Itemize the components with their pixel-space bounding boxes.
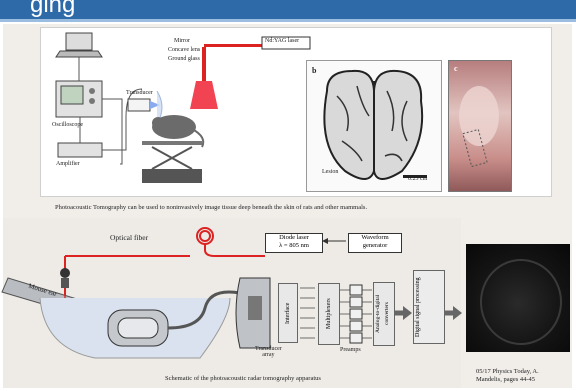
label-laser: Nd:YAG laser <box>265 38 299 44</box>
laptop-icon <box>56 33 102 57</box>
label-concave-lens: Concave lens <box>168 47 200 53</box>
label-transducer-array: Transducer array <box>255 346 282 358</box>
waveform-label-2: generator <box>349 242 401 250</box>
dsp-box: Digital signal processing <box>413 270 445 344</box>
label-transducer: Transducer <box>126 90 153 96</box>
source-credit: 05/17 Physics Today, A. Mandelis, pages … <box>476 368 539 384</box>
scissor-stage <box>142 141 202 183</box>
panel-c <box>448 60 512 192</box>
label-amplifier: Amplifier <box>56 161 80 167</box>
fiber-connector-icon <box>60 268 70 288</box>
preamp-blocks <box>350 285 362 343</box>
laser-beam <box>190 44 262 109</box>
label-optical-fiber: Optical fiber <box>110 233 148 242</box>
diode-laser-label: Diode laser <box>266 234 322 242</box>
label-lesion: Lesion <box>322 169 338 175</box>
label-scale: 0.25 cm <box>408 176 427 182</box>
panel-c-letter: c <box>454 64 458 73</box>
waveform-label-1: Waveform <box>349 234 401 242</box>
interface-box: Interface <box>278 283 298 343</box>
waveform-generator-box: Waveform generator <box>348 233 402 253</box>
adc-box: Analog-to-digital converters <box>373 282 395 346</box>
transducer-icon <box>128 99 160 111</box>
transducer-array-icon <box>108 310 168 346</box>
header-rule <box>0 19 576 22</box>
label-mirror: Mirror <box>174 38 190 44</box>
diode-laser-wavelength: λ = 805 nm <box>266 242 322 250</box>
lab-setup-illustration <box>42 29 312 194</box>
label-oscilloscope: Oscilloscope <box>52 122 83 128</box>
dark-result-image <box>466 244 570 352</box>
label-preamps: Preamps <box>340 347 361 353</box>
top-caption: Photoacoustic Tomography can be used to … <box>55 204 367 211</box>
dark-image-ring <box>466 244 570 352</box>
diode-laser-box: Diode laser λ = 805 nm <box>265 233 323 253</box>
panel-b-letter: b <box>312 66 316 75</box>
multiplexers-box: Multiplexers <box>318 283 340 345</box>
transducer-label-2: array <box>255 352 282 358</box>
amplifier-icon <box>58 143 102 157</box>
slide-title: ging <box>30 0 75 19</box>
credit-line-2: Mandelis, pages 44-45 <box>476 376 539 384</box>
interface-connector-icon <box>236 278 270 348</box>
label-ground-glass: Ground glass <box>168 56 200 62</box>
oscilloscope-icon <box>56 81 102 117</box>
rat-skin-photo <box>449 61 511 191</box>
slide-header: ging <box>0 0 576 19</box>
bottom-caption: Schematic of the photoacoustic radar tom… <box>165 375 321 382</box>
credit-line-1: 05/17 Physics Today, A. <box>476 368 539 376</box>
